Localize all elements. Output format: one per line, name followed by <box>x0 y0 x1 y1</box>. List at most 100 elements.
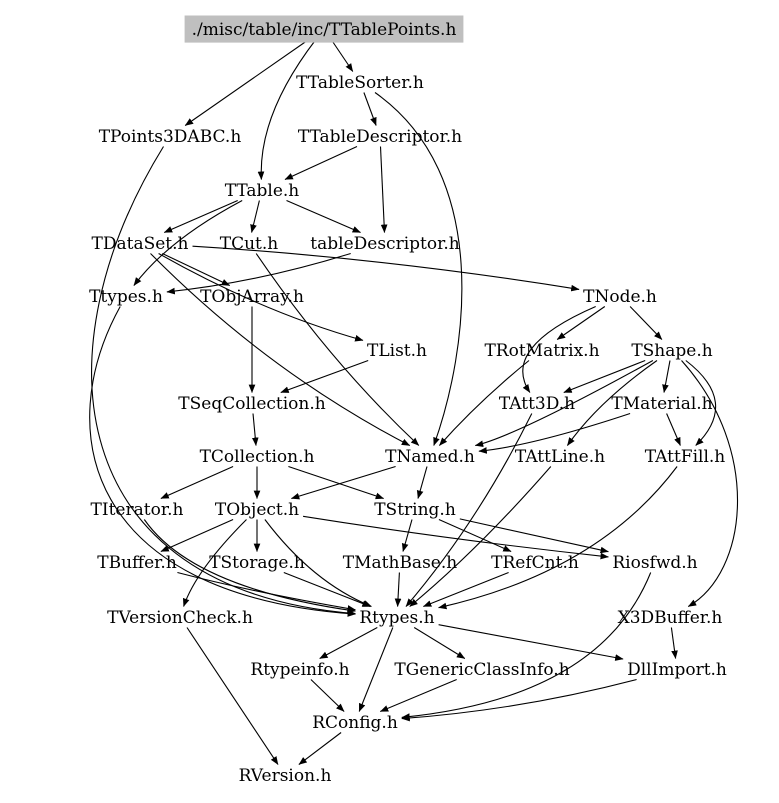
edge-TMaterial-to-TNamed <box>478 412 631 454</box>
edge-TRotMatrix-to-TNamed <box>438 360 530 446</box>
edge-TDataSet-to-TList <box>158 253 364 342</box>
edge-TAttLine-to-Rtypes <box>409 466 552 607</box>
node-RVersion[interactable]: RVersion.h <box>239 766 332 786</box>
edge-TShape-to-TAttLine <box>566 360 658 446</box>
edge-TTableSorter-to-TTableDescriptor <box>363 92 377 126</box>
node-TString[interactable]: TString.h <box>374 500 456 520</box>
edge-X3DBuffer-to-DllImport <box>670 627 678 659</box>
node-TNamed[interactable]: TNamed.h <box>385 447 475 467</box>
edge-TMathBase-to-Rtypes <box>394 572 402 607</box>
node-TObjArray[interactable]: TObjArray.h <box>200 287 304 307</box>
edge-TCollection-to-TString <box>288 465 385 500</box>
edge-Rtypes-to-TGenericClassInfo <box>413 627 466 659</box>
edge-Rtypes-to-DllImport <box>438 624 624 661</box>
edge-TList-to-TSeqCollection <box>280 359 369 394</box>
edge-Riosfwd-to-RConfig <box>401 572 652 720</box>
edge-TCollection-to-TIterator <box>160 465 234 500</box>
node-TCollection[interactable]: TCollection.h <box>200 447 315 467</box>
edge-TShape-to-TMaterial <box>662 360 671 393</box>
node-TObject[interactable]: TObject.h <box>215 500 299 520</box>
edge-TIterator-to-Rtypes <box>143 519 356 614</box>
edge-TTable-to-tableDescriptor <box>286 199 361 234</box>
edge-Rtypeinfo-to-RConfig <box>310 679 345 712</box>
edge-TCut-to-TNamed <box>255 253 420 446</box>
edge-TObject-to-Rtypes <box>264 519 372 608</box>
node-TAttFill[interactable]: TAttFill.h <box>645 447 726 467</box>
node-TSeqCollection[interactable]: TSeqCollection.h <box>178 394 325 414</box>
node-TTable[interactable]: TTable.h <box>225 181 300 201</box>
node-TMathBase[interactable]: TMathBase.h <box>343 553 457 573</box>
nodes-layer: ./misc/table/inc/TTablePoints.hTTableSor… <box>89 15 727 786</box>
edge-RConfig-to-RVersion <box>298 732 342 765</box>
edge-TString-to-TRefCnt <box>438 518 512 553</box>
node-TAttLine[interactable]: TAttLine.h <box>515 447 605 467</box>
edge-TTablePoints-to-TTableSorter <box>330 39 354 72</box>
edge-TSeqCollection-to-TCollection <box>251 413 259 446</box>
node-TShape[interactable]: TShape.h <box>631 341 712 361</box>
edge-TGenericClassInfo-to-RConfig <box>379 678 457 713</box>
edge-TAtt3D-to-Rtypes <box>405 413 533 607</box>
node-X3DBuffer[interactable]: X3DBuffer.h <box>618 608 723 628</box>
edge-TDataSet-to-TNamed <box>150 253 411 446</box>
edge-TTablePoints-to-TTable <box>257 39 317 180</box>
node-TDataSet[interactable]: TDataSet.h <box>92 234 189 254</box>
node-TIterator[interactable]: TIterator.h <box>91 500 184 520</box>
edge-TString-to-TMathBase <box>401 519 413 552</box>
edge-TShape-to-X3DBuffer <box>681 360 739 607</box>
node-TNode[interactable]: TNode.h <box>583 287 657 307</box>
node-TList[interactable]: TList.h <box>367 341 427 361</box>
edge-TObject-to-Riosfwd <box>303 515 609 560</box>
edge-TBuffer-to-Rtypes <box>177 571 356 612</box>
node-RConfig[interactable]: RConfig.h <box>312 713 398 733</box>
edge-TNamed-to-TString <box>416 466 428 499</box>
node-Rtypeinfo[interactable]: Rtypeinfo.h <box>250 660 349 680</box>
node-TTablePoints: ./misc/table/inc/TTablePoints.h <box>192 20 457 40</box>
edge-TTable-to-TDataSet <box>163 199 238 234</box>
edge-DllImport-to-RConfig <box>401 678 637 722</box>
node-TRotMatrix[interactable]: TRotMatrix.h <box>484 341 599 361</box>
edge-TTable-to-Ttypes <box>133 200 243 286</box>
edges-layer <box>89 39 739 765</box>
node-Ttypes[interactable]: Ttypes.h <box>89 287 163 307</box>
node-TPoints3DABC[interactable]: TPoints3DABC.h <box>99 127 242 147</box>
node-TRefCnt[interactable]: TRefCnt.h <box>491 553 579 573</box>
edge-TTableDescriptor-to-TTable <box>284 146 358 180</box>
node-TBuffer[interactable]: TBuffer.h <box>97 553 177 573</box>
node-TVersionCheck[interactable]: TVersionCheck.h <box>107 608 253 628</box>
node-TCut[interactable]: TCut.h <box>220 234 279 254</box>
edge-TShape-to-TAtt3D <box>563 359 646 394</box>
node-Riosfwd[interactable]: Riosfwd.h <box>612 553 697 573</box>
node-TMaterial[interactable]: TMaterial.h <box>611 394 712 414</box>
node-TGenericClassInfo[interactable]: TGenericClassInfo.h <box>394 660 569 680</box>
edge-TMaterial-to-TAttFill <box>666 413 681 446</box>
edge-TAttFill-to-Rtypes <box>438 466 678 610</box>
node-DllImport[interactable]: DllImport.h <box>627 660 727 680</box>
edge-Rtypes-to-Rtypeinfo <box>319 627 378 659</box>
node-TTableSorter[interactable]: TTableSorter.h <box>296 73 424 93</box>
edge-TNamed-to-TObject <box>290 465 396 500</box>
edge-TVersionCheck-to-RVersion <box>186 627 279 765</box>
edge-TString-to-Riosfwd <box>459 518 609 554</box>
edge-TNode-to-TRotMatrix <box>556 306 606 340</box>
node-TAtt3D[interactable]: TAtt3D.h <box>499 394 575 414</box>
edge-TStorage-to-Rtypes <box>283 571 371 608</box>
edge-TTableDescriptor-to-tableDescriptor <box>379 146 388 233</box>
edge-TObject-to-TBuffer <box>160 518 234 553</box>
node-TTableDescriptor[interactable]: TTableDescriptor.h <box>298 127 462 147</box>
node-Rtypes[interactable]: Rtypes.h <box>359 608 434 628</box>
edge-TNode-to-TShape <box>629 306 663 340</box>
edge-TDataSet-to-TObjArray <box>162 253 231 286</box>
edge-TShape-to-TNamed <box>474 360 654 447</box>
edge-TRefCnt-to-Rtypes <box>422 571 509 608</box>
edge-TDataSet-to-TNode <box>192 245 580 292</box>
node-TStorage[interactable]: TStorage.h <box>209 553 305 573</box>
edge-TObject-to-TVersionCheck <box>182 519 247 607</box>
edge-TTableSorter-to-TNamed <box>374 92 463 446</box>
edge-Ttypes-to-Rtypes <box>89 306 356 617</box>
current-file-highlight <box>184 15 464 43</box>
edge-TTablePoints-to-TPoints3DABC <box>184 39 310 126</box>
node-tableDescriptor[interactable]: tableDescriptor.h <box>310 234 459 254</box>
edge-Rtypes-to-RConfig <box>358 627 394 712</box>
